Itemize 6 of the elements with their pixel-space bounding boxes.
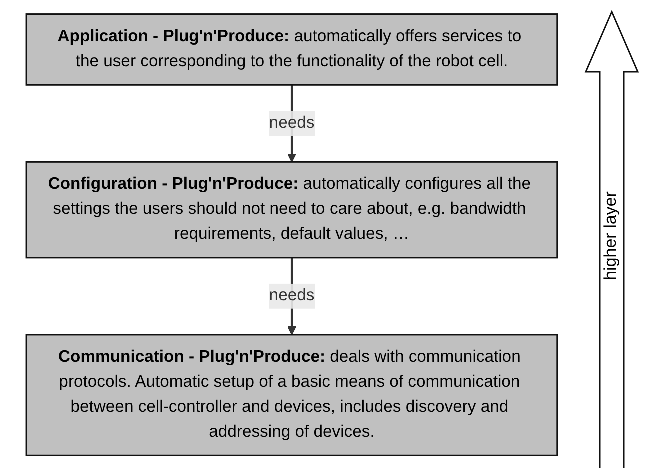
node-box: Application - Plug'n'Produce: automatically offers services to the user corresponding to the functionality of the robot cell. [26, 14, 558, 86]
edge-label: needs [269, 287, 315, 305]
node-box: Configuration - Plug'n'Produce: automatically configures all the settings the users should not need to care about, e.g. bandwidth requirements, default values, … [26, 161, 558, 259]
edge-label: needs [269, 114, 315, 132]
arrow-label: higher layer [601, 192, 621, 280]
node-box: Communication - Plug'n'Produce: deals with communication protocols. Automatic setup of a basic means of communication between cell-controller and devices, includes discovery and addressing of devices. [26, 334, 558, 456]
